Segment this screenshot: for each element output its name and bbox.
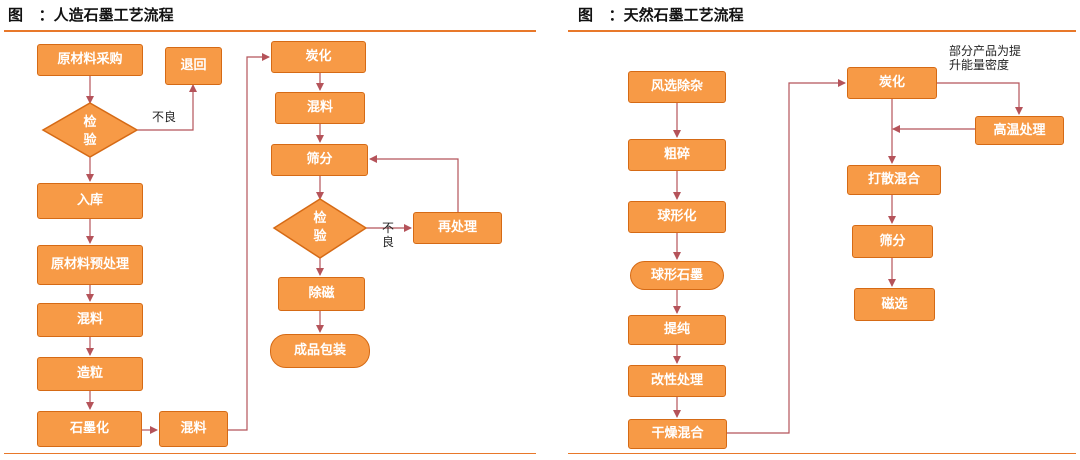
node-preprocess: 原材料预处理 xyxy=(37,245,143,285)
node-granulation: 造粒 xyxy=(37,357,143,391)
node-reprocess: 再处理 xyxy=(413,212,502,244)
node-mixing-2: 混料 xyxy=(159,411,228,447)
node-spherical-graphite: 球形石墨 xyxy=(630,261,724,290)
node-inspect-label: 检验 xyxy=(70,114,110,150)
node-purify: 提纯 xyxy=(628,315,726,345)
node-carbonization-right: 炭化 xyxy=(847,67,937,99)
right-title-rule xyxy=(568,30,1076,32)
node-demagnetize: 除磁 xyxy=(278,277,365,311)
right-bottom-rule xyxy=(568,453,1076,454)
node-modify: 改性处理 xyxy=(628,365,726,397)
node-carbonization: 炭化 xyxy=(271,41,366,73)
node-coarse-crush: 粗碎 xyxy=(628,139,726,171)
node-spheroidize: 球形化 xyxy=(628,201,726,233)
node-wind-sort: 风选除杂 xyxy=(628,71,726,103)
node-inspect2-label: 检验 xyxy=(300,210,340,246)
label-bad-1: 不良 xyxy=(152,110,177,124)
inspect-char-1: 检 xyxy=(83,115,97,130)
node-dry-mix: 干燥混合 xyxy=(628,419,727,449)
node-mixing-3: 混料 xyxy=(275,92,365,124)
inspect-char-2: 验 xyxy=(83,133,97,148)
node-packaging: 成品包装 xyxy=(270,334,370,368)
node-storage: 入库 xyxy=(37,183,143,219)
node-sieving: 筛分 xyxy=(271,144,368,176)
node-sieving-right: 筛分 xyxy=(852,225,933,258)
node-mixing-1: 混料 xyxy=(37,303,143,337)
right-title: 图 ：天然石墨工艺流程 xyxy=(578,6,744,24)
node-magnetic-sep: 磁选 xyxy=(854,288,935,321)
left-title: 图 ：人造石墨工艺流程 xyxy=(8,6,174,24)
label-bad-2: 不 良 xyxy=(382,221,395,249)
label-energy-density-note: 部分产品为提 升能量密度 xyxy=(949,44,1022,72)
left-inspect-diamond xyxy=(41,102,139,158)
left-title-rule xyxy=(4,30,536,32)
inspect2-char-1: 检 xyxy=(313,211,327,226)
left-inspect2-diamond xyxy=(272,198,368,259)
node-raw-material-purchase: 原材料采购 xyxy=(37,44,143,76)
node-disperse-mix: 打散混合 xyxy=(847,165,941,195)
node-graphitization: 石墨化 xyxy=(37,411,142,447)
node-return: 退回 xyxy=(165,47,222,85)
left-bottom-rule xyxy=(4,453,536,454)
inspect2-char-2: 验 xyxy=(313,229,327,244)
node-high-temp: 高温处理 xyxy=(975,116,1064,145)
